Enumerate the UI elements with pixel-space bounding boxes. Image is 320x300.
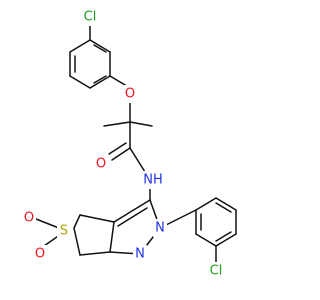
molecule-structure: Cl O O NH N N Cl S xyxy=(22,8,237,280)
bond xyxy=(93,44,107,53)
atom-label: S xyxy=(60,224,68,239)
atom-label: N xyxy=(135,247,145,262)
bond xyxy=(79,251,111,256)
atom-label: Cl xyxy=(84,10,97,25)
atom-label: N xyxy=(155,221,165,236)
bond xyxy=(195,197,217,211)
atom-label: NH xyxy=(143,173,163,188)
bond xyxy=(73,214,81,229)
bond xyxy=(215,197,237,211)
molecule-svg: Cl O O NH N N Cl S xyxy=(22,8,237,280)
atom-label: O xyxy=(35,247,45,262)
ether-oxygen-atom: O xyxy=(123,85,137,103)
bond xyxy=(129,121,153,127)
atom-label: Cl xyxy=(210,264,223,279)
bond xyxy=(69,39,91,53)
bond xyxy=(73,227,81,256)
bonds xyxy=(35,22,237,267)
bond xyxy=(117,207,148,227)
sulfonyl-oxygen-atom-2: O xyxy=(33,245,47,263)
bond xyxy=(103,121,131,127)
bond xyxy=(89,75,111,89)
bond xyxy=(69,75,91,89)
bond xyxy=(89,39,111,53)
bond xyxy=(215,202,232,213)
pyrazole-nitrogen-atom-2: N xyxy=(133,245,147,263)
atom-label: O xyxy=(125,87,135,102)
pyrazole-nitrogen-atom: N xyxy=(153,219,167,237)
bond xyxy=(215,233,237,247)
bond xyxy=(79,214,115,223)
atom-label: O xyxy=(96,157,106,172)
atom-labels: Cl O O NH N N Cl S xyxy=(22,8,228,280)
bond xyxy=(113,199,151,223)
bond xyxy=(108,142,127,155)
chlorine-atom-top: Cl xyxy=(78,8,102,26)
bond xyxy=(93,75,107,84)
atom-label: O xyxy=(24,211,34,226)
carbonyl-oxygen-atom: O xyxy=(94,155,108,173)
amide-nitrogen-atom: NH xyxy=(140,171,166,189)
sulfonyl-oxygen-atom-1: O xyxy=(22,209,36,227)
sulfur-atom: S xyxy=(57,222,71,240)
chlorine-atom-right: Cl xyxy=(204,262,228,280)
bond xyxy=(109,221,115,253)
bond xyxy=(215,231,232,242)
bond xyxy=(111,147,131,161)
bond xyxy=(195,233,217,247)
